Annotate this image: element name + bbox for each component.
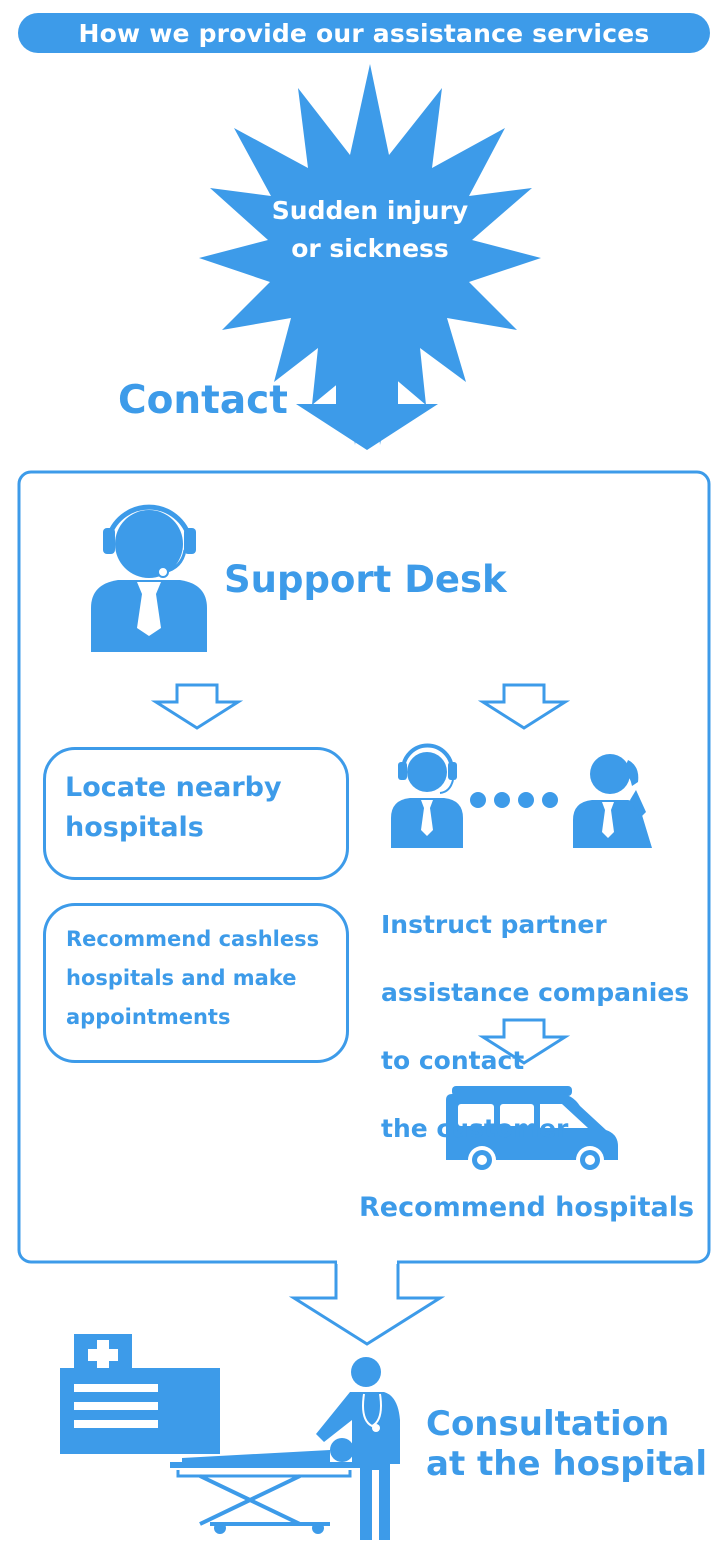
recommend-line-1: Recommend cashless xyxy=(66,927,320,951)
contact-label: Contact xyxy=(118,378,288,423)
instruct-line-4: the customer xyxy=(381,1114,569,1143)
instruct-line-2: assistance companies xyxy=(381,978,690,1007)
hospital-scene-icon xyxy=(60,1334,400,1540)
consultation-line-2: at the hospital xyxy=(426,1444,708,1484)
locate-line-2: hospitals xyxy=(65,812,204,843)
ambulance-icon xyxy=(446,1086,618,1174)
support-agent-icon xyxy=(91,504,207,652)
header-title: How we provide our assistance services xyxy=(18,13,710,53)
header-title-text: How we provide our assistance services xyxy=(78,18,650,48)
support-desk-title: Support Desk xyxy=(224,558,507,601)
locate-line-1: Locate nearby xyxy=(65,772,282,803)
arrow-down-left xyxy=(150,683,244,730)
consultation-line-1: Consultation xyxy=(426,1404,670,1444)
arrow-down-ambulance xyxy=(477,1018,571,1065)
instruct-partner-text: Instruct partner assistance companies to… xyxy=(381,874,689,1180)
recommend-line-2: hospitals and make xyxy=(66,966,297,990)
instruct-line-1: Instruct partner xyxy=(381,910,607,939)
locate-hospitals-box: Locate nearby hospitals xyxy=(43,747,349,880)
partner-call-icon xyxy=(391,743,652,848)
arrow-down-hospital xyxy=(288,1260,446,1346)
instruct-line-3: to contact xyxy=(381,1046,525,1075)
starburst-shape xyxy=(199,64,541,445)
recommend-line-3: appointments xyxy=(66,1005,231,1029)
arrow-down-right xyxy=(477,683,571,730)
emergency-line-2: or sickness xyxy=(291,234,449,263)
recommend-cashless-box: Recommend cashless hospitals and make ap… xyxy=(43,903,349,1063)
contact-arrow xyxy=(296,320,438,450)
recommend-hospitals-label: Recommend hospitals xyxy=(359,1192,695,1223)
consultation-label: Consultation at the hospital xyxy=(426,1404,707,1484)
emergency-label: Sudden injury or sickness xyxy=(222,192,518,268)
emergency-line-1: Sudden injury xyxy=(271,196,469,225)
